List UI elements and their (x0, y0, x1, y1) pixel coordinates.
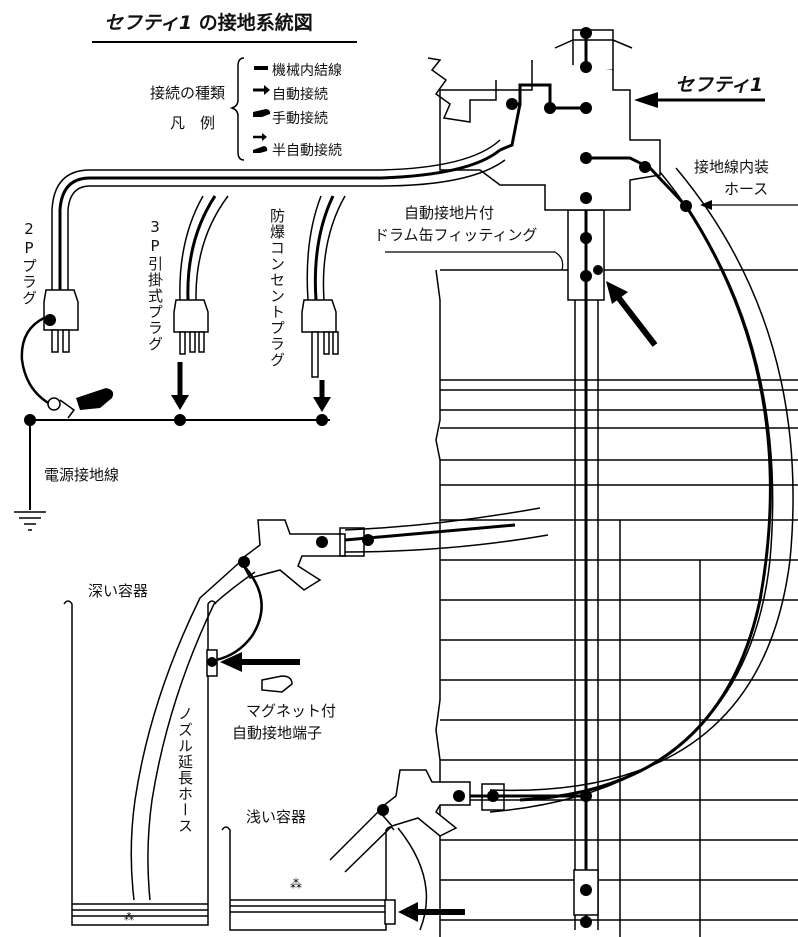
legend-brace (229, 57, 245, 161)
brand-arrow-icon (634, 92, 658, 108)
pump-body (439, 60, 661, 211)
hose-internal-label-2: ホース (724, 180, 769, 198)
legend-item-manual: 手動接続 (272, 111, 328, 127)
deep-container-label: 深い容器 (88, 582, 149, 600)
svg-text:⁂: ⁂ (124, 911, 134, 923)
title-rest: の接地系統図 (198, 12, 313, 34)
hand-pointer-icon (261, 675, 293, 693)
legend-semi-auto-icon (253, 133, 268, 153)
power-ground-label: 電源接地線 (44, 466, 120, 484)
legend-item-semi-auto: 半自動接続 (272, 143, 342, 159)
magnet-terminal-label-2: 自動接地端子 (232, 724, 323, 742)
plug-2p-label: 2Pプラグ (20, 220, 38, 306)
legend-manual-hand-icon (253, 109, 271, 117)
pump-handle (427, 57, 497, 123)
legend-heading: 接続の種類 (150, 84, 226, 102)
junction-dots (24, 27, 692, 928)
magnet-terminal-label-1: マグネット付 (246, 702, 337, 720)
svg-text:⁂: ⁂ (290, 877, 302, 891)
auto-connect-arrow-icon (171, 362, 331, 412)
legend-item-internal: 機械内結線 (272, 63, 342, 79)
title-brand: セフティ1 (104, 12, 193, 34)
nozzle-hose-label: ノズル延長ホース (176, 706, 194, 834)
plug-3p (173, 299, 209, 355)
plug-explosion-proof-label: 防爆コンセントプラグ (268, 208, 286, 368)
legend-internal-wire-icon (254, 66, 268, 70)
shallow-container (221, 826, 396, 931)
drum (435, 269, 798, 937)
ground-symbol-icon (14, 511, 46, 531)
upper-nozzle (239, 519, 346, 591)
legend-auto-arrow-icon (253, 85, 270, 95)
shallow-container-label: 浅い容器 (246, 808, 307, 826)
auto-fitting-label-1: 自動接地片付 (404, 204, 495, 222)
page-title: セフティ1 の接地系統図 (104, 12, 313, 34)
plug-3p-label: 3P引掛式プラグ (146, 218, 164, 352)
auto-fitting-label-2: ドラム缶フィッティング (374, 226, 538, 244)
legend-item-auto: 自動接続 (272, 87, 328, 103)
plug-explosion-proof (301, 299, 339, 378)
hose-internal-label-1: 接地線内装 (694, 158, 770, 176)
legend-heading-2: 凡 例 (170, 114, 216, 132)
suction-pipe (554, 29, 633, 930)
manual-hand-icon (76, 388, 114, 410)
brand-label: セフティ1 (675, 74, 764, 96)
